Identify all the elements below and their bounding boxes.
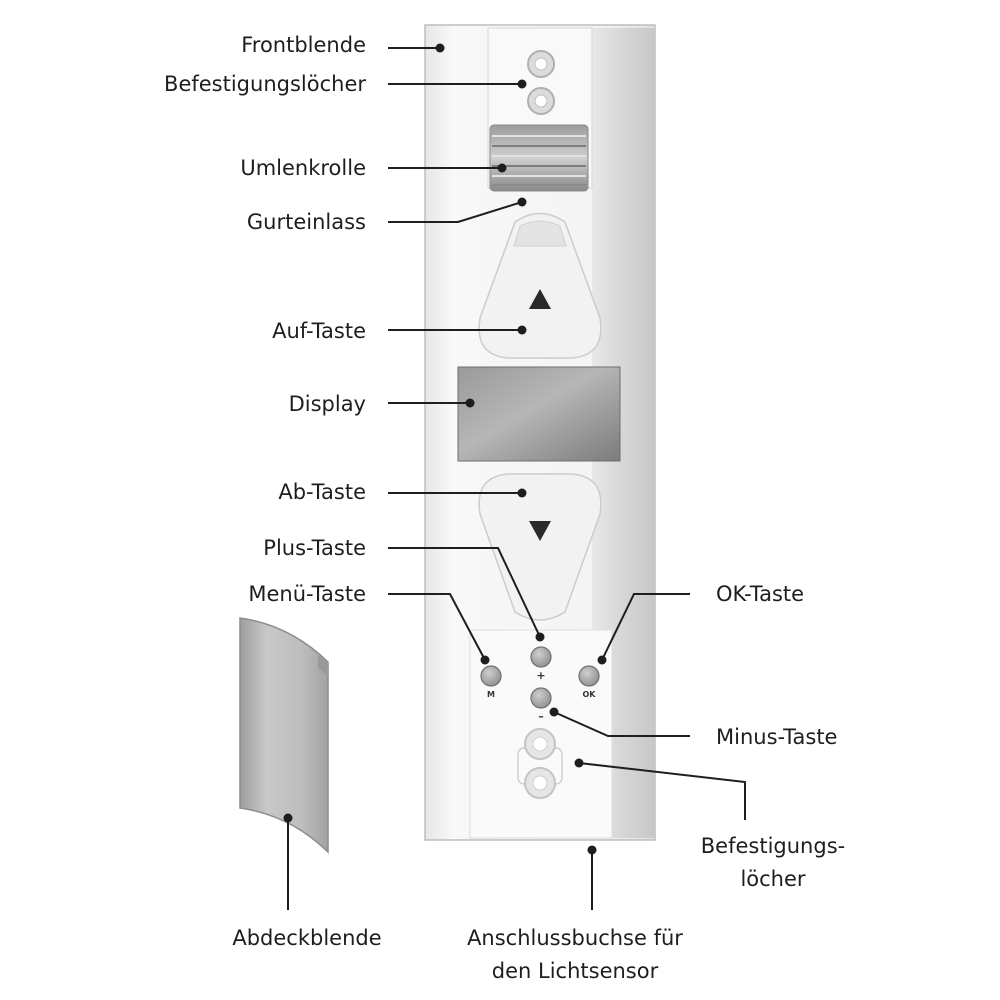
label-minus-taste: Minus-Taste xyxy=(716,725,837,749)
label-befestigungsloecher-bottom-line2: löcher xyxy=(740,867,805,891)
down-button xyxy=(478,473,602,621)
label-ok-taste: OK-Taste xyxy=(716,582,804,606)
label-anschlussbuchse-line2: den Lichtsensor xyxy=(492,959,659,983)
label-auf-taste: Auf-Taste xyxy=(272,319,366,343)
label-frontblende: Frontblende xyxy=(241,33,366,57)
plus-button-mark: + xyxy=(536,669,545,682)
mounting-holes-bottom xyxy=(517,728,563,799)
display-screen xyxy=(457,366,621,462)
cover-panel xyxy=(239,617,329,854)
mounting-holes-top xyxy=(527,50,555,115)
up-button xyxy=(478,212,602,359)
label-anschlussbuchse-line1: Anschlussbuchse für xyxy=(467,926,683,950)
leader-dots xyxy=(283,43,607,855)
ok-button-mark: OK xyxy=(583,690,597,699)
label-befestigungsloecher-bottom-line1: Befestigungs- xyxy=(701,834,845,858)
deflection-roller xyxy=(489,124,589,192)
down-arrow-icon xyxy=(529,521,551,541)
label-ab-taste: Ab-Taste xyxy=(278,480,366,504)
ok-button: OK xyxy=(578,665,600,699)
up-arrow-icon xyxy=(529,289,551,309)
menu-button: M xyxy=(480,665,502,699)
label-befestigungsloecher-top: Befestigungslöcher xyxy=(164,72,366,96)
plus-button: + xyxy=(530,646,552,682)
label-display: Display xyxy=(289,392,366,416)
label-umlenkrolle: Umlenkrolle xyxy=(240,156,366,180)
menu-button-mark: M xyxy=(487,690,495,699)
label-plus-taste: Plus-Taste xyxy=(263,536,366,560)
minus-button: – xyxy=(530,687,552,723)
label-gurteinlass: Gurteinlass xyxy=(247,210,366,234)
label-menue-taste: Menü-Taste xyxy=(248,582,366,606)
label-abdeckblende: Abdeckblende xyxy=(232,926,381,950)
leader-lines xyxy=(287,47,746,910)
minus-button-mark: – xyxy=(538,710,544,723)
